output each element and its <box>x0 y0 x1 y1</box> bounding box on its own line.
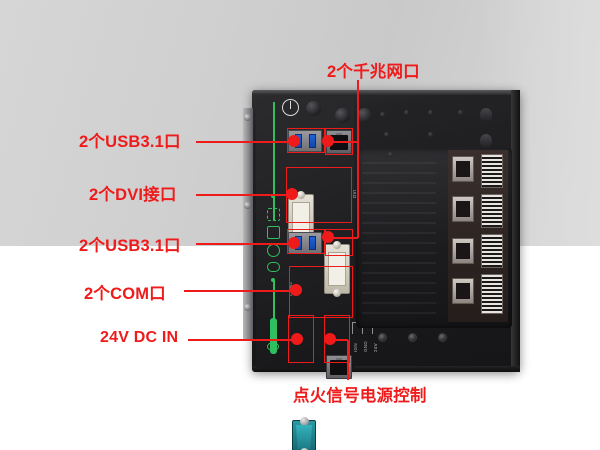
annotation-label-dc-in: 24V DC IN <box>100 329 179 346</box>
silkscreen-node <box>271 194 275 198</box>
leader-line-dvi <box>196 194 292 196</box>
chassis-hole <box>428 132 433 137</box>
dvi-screw <box>297 191 305 199</box>
antenna-knob <box>357 108 372 123</box>
callout-dot-usb31-upper <box>288 135 300 147</box>
highlight-box-dc-in <box>288 315 314 363</box>
bracket-screw <box>244 202 251 209</box>
chassis-hole <box>380 112 385 117</box>
highlight-box-ignition <box>324 315 350 363</box>
mounting-bracket <box>243 108 253 340</box>
ignition-bracket-tick <box>362 322 363 334</box>
leader-line-gigabit-lan-lower <box>328 237 358 239</box>
antenna-knob <box>335 108 350 123</box>
lan-socket <box>330 360 348 375</box>
dvi-screw <box>333 289 341 297</box>
chassis-top-edge <box>252 90 520 95</box>
dvi-screw <box>333 241 341 249</box>
ignition-bracket-tick <box>372 322 373 334</box>
annotation-label-gigabit-lan: 2个千兆网口 <box>327 63 420 81</box>
annotation-label-usb31-lower: 2个USB3.1口 <box>79 237 181 255</box>
annotation-label-dvi: 2个DVI接口 <box>89 186 177 204</box>
gpu-vent-slot <box>481 154 503 188</box>
dvi-contacts <box>328 252 346 286</box>
chassis-standoff <box>480 108 492 122</box>
slot-screw-3 <box>438 333 447 342</box>
bracket-screw <box>244 304 251 311</box>
chassis-right-edge <box>511 90 520 372</box>
callout-dot-dc-in <box>291 333 303 345</box>
highlight-box-com <box>289 266 353 318</box>
power-button-icon <box>282 99 299 116</box>
chassis-bottom-edge <box>252 366 520 372</box>
callout-dot-dvi <box>286 188 298 200</box>
callout-dot-usb31-lower <box>288 237 300 249</box>
silkscreen-bracket-icon <box>267 208 280 221</box>
slot-screw-2 <box>408 333 417 342</box>
silkscreen-add-icon <box>267 244 280 257</box>
v24-silkscreen-label: 24V <box>373 343 378 352</box>
gpu-vent-slot <box>481 274 503 314</box>
leader-line-usb31-upper <box>196 141 295 143</box>
gnd-silkscreen-label: GND <box>363 341 368 352</box>
usb-slot <box>308 236 316 250</box>
chassis-hole <box>458 110 463 115</box>
gpu-vent-slot <box>481 194 503 228</box>
com-screw <box>299 448 309 450</box>
gpu-bracket <box>448 150 508 322</box>
annotation-label-usb31-upper: 2个USB3.1口 <box>79 133 181 151</box>
highlight-box-lan-lower <box>325 229 353 256</box>
leader-line-gigabit-lan-upper <box>328 141 358 143</box>
highlight-box-dvi <box>286 167 352 223</box>
bracket-screw <box>244 114 251 121</box>
annotation-label-com: 2个COM口 <box>84 285 166 303</box>
displayport-output <box>452 156 474 182</box>
leader-line-ignition-arm <box>330 339 348 341</box>
highlight-box-usb31-upper <box>287 128 325 153</box>
slot-screw-1 <box>378 333 387 342</box>
gpu-vent-slot <box>481 234 503 268</box>
chassis-hole <box>428 110 433 115</box>
leader-line-com <box>184 290 296 292</box>
silkscreen-trace <box>273 281 275 319</box>
highlight-box-usb31-lower <box>287 229 325 254</box>
leader-line-ignition <box>347 340 349 380</box>
silkscreen-loop-icon <box>267 342 279 351</box>
com-contacts <box>296 425 312 449</box>
chassis-hole <box>404 110 409 115</box>
displayport-output <box>452 278 474 304</box>
leader-line-dc-in <box>188 339 298 341</box>
silkscreen-trace <box>273 102 275 198</box>
chassis-hole <box>388 152 393 157</box>
com-port-2 <box>292 417 316 450</box>
silkscreen-node <box>271 278 275 282</box>
callout-dot-com <box>290 284 302 296</box>
leader-line-usb31-lower <box>196 243 295 245</box>
chassis-standoff <box>480 134 492 148</box>
com-screw <box>299 417 309 426</box>
leader-line-gigabit-lan <box>357 80 359 238</box>
dvi-port-2 <box>324 241 350 297</box>
ignition-bracket-tick <box>352 322 353 334</box>
hdmi-output <box>452 196 474 222</box>
silkscreen-badge <box>270 318 277 354</box>
annotation-label-ignition: 点火信号电源控制 <box>293 387 427 405</box>
usb-slot <box>308 134 316 148</box>
callout-dot-ignition <box>324 333 336 345</box>
displayport-output <box>452 238 474 264</box>
highlight-box-lan-upper <box>325 128 353 155</box>
chassis-hole <box>384 132 389 137</box>
antenna-knob <box>306 101 321 116</box>
ign-silkscreen-label: IGN <box>353 343 358 352</box>
silkscreen-cloud-icon <box>267 262 280 272</box>
silkscreen-storage-icon <box>267 226 280 239</box>
